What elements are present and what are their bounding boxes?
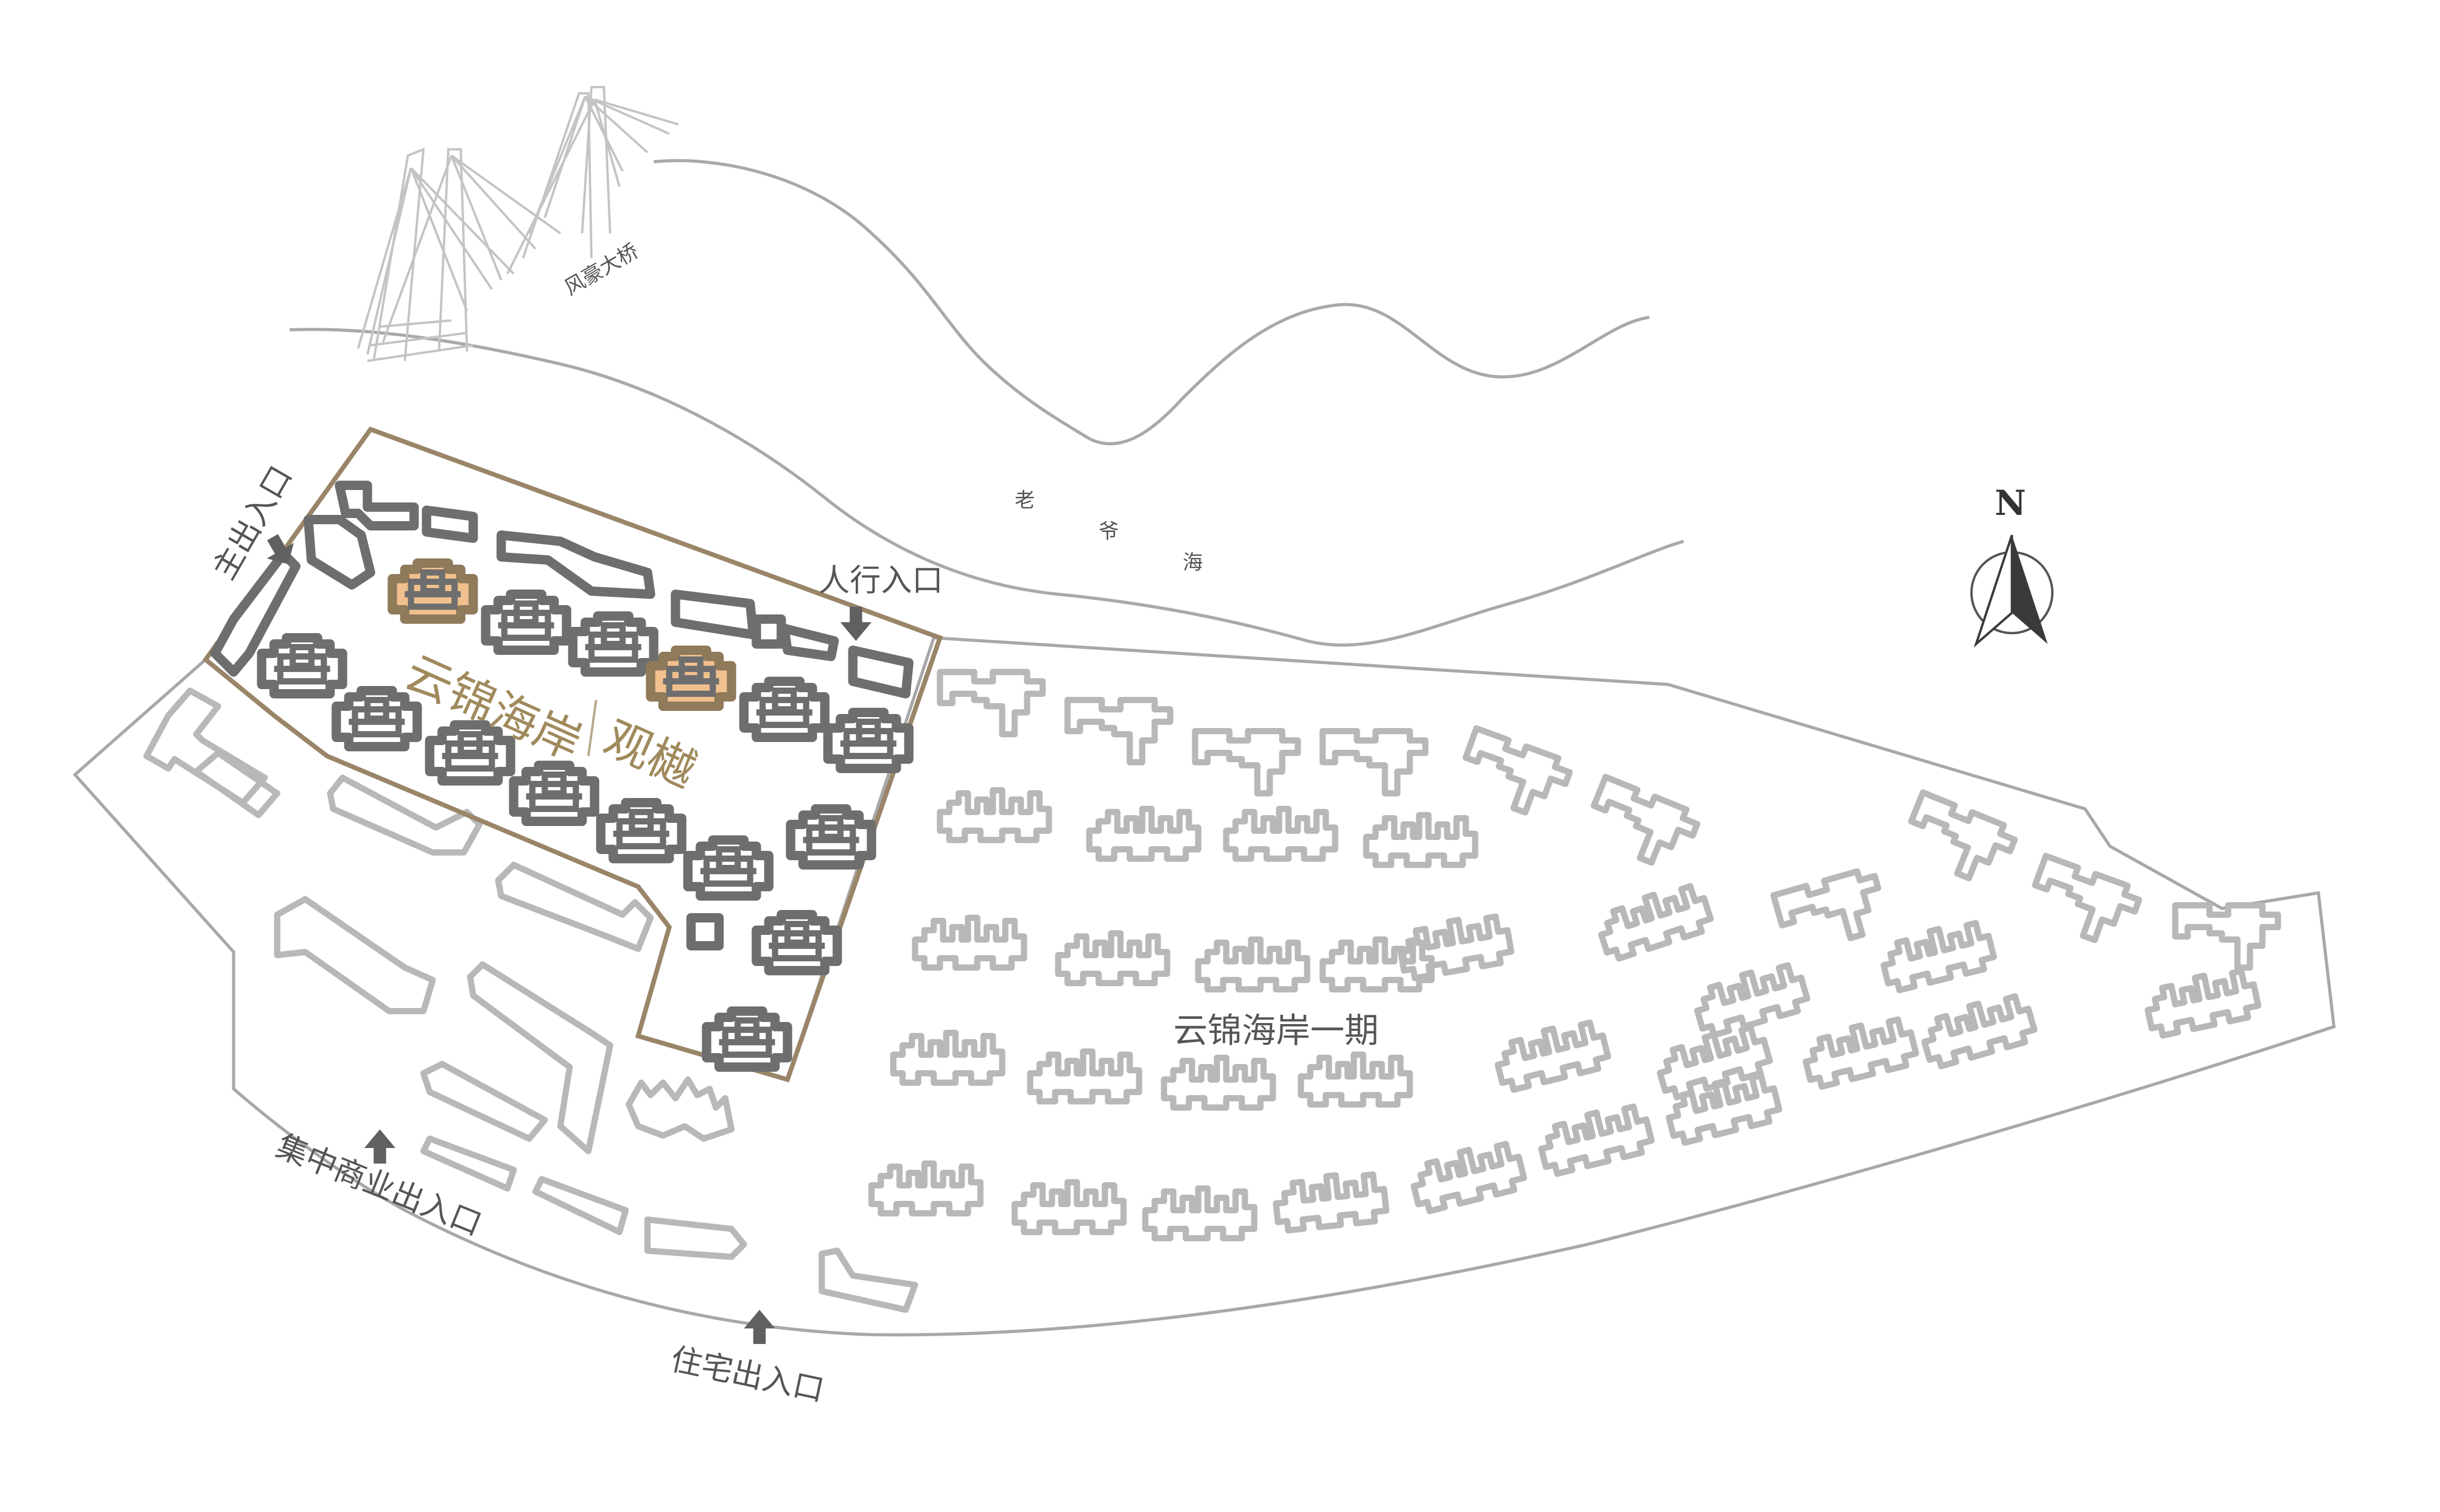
commercial-buildings — [143, 688, 918, 1313]
pedestrian-entrance-label: 人行入口 — [819, 563, 943, 599]
project-subtitle: 观樾 — [596, 710, 704, 798]
arrow-up-icon — [364, 1129, 396, 1164]
overall-site-outline — [73, 636, 2336, 1337]
river-label-char-1: 老 — [1015, 489, 1035, 512]
compass-icon — [1970, 535, 2054, 648]
title-divider — [587, 699, 597, 757]
river-banks — [289, 159, 1684, 647]
arrow-down-icon — [840, 607, 872, 641]
bridge-icon — [357, 86, 679, 362]
project-buildings — [210, 481, 914, 1067]
phase-one-label: 云锦海岸一期 — [1174, 1011, 1379, 1051]
compass-north-label: N — [1995, 483, 2026, 523]
residential-entrance-label: 住宅出入口 — [667, 1341, 827, 1409]
arrow-up-icon — [744, 1310, 775, 1344]
arrow-down-icon — [267, 534, 294, 564]
river-label-char-2: 爷 — [1099, 520, 1119, 543]
phase-one-buildings — [872, 672, 2278, 1238]
river-label-char-3: 海 — [1183, 551, 1203, 575]
bridge-label: 风豪大桥 — [561, 240, 643, 300]
